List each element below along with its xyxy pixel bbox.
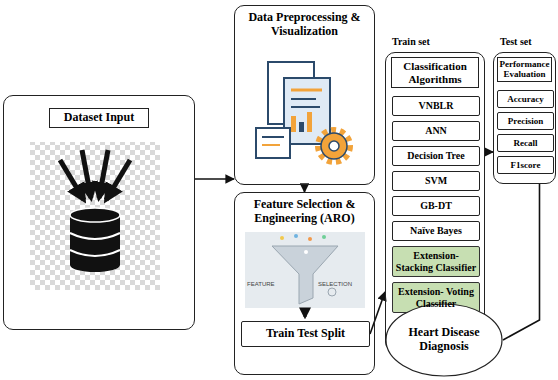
- text-line: [262, 136, 284, 138]
- picture-label: SELECTION: [318, 281, 352, 287]
- feature-dot: [304, 250, 308, 254]
- chart-bar: [299, 122, 304, 132]
- feature-dot: [308, 237, 312, 241]
- input-arrow: [99, 150, 108, 198]
- extension-box: Extension- Voting Classifier: [392, 282, 480, 313]
- text-line: [291, 98, 316, 100]
- text-line: [291, 106, 320, 108]
- text-line: [262, 144, 280, 146]
- down-arrow: [304, 309, 307, 317]
- node-text: Accuracy: [507, 94, 543, 104]
- set-label: Train set: [392, 36, 430, 47]
- picture-label: FEATURE: [247, 281, 275, 287]
- node-text: SVM: [425, 175, 447, 187]
- node-text: ANN: [425, 125, 447, 137]
- algorithm-box: GB-DT: [392, 196, 480, 216]
- node-text: Recall: [514, 138, 538, 148]
- cylinder-band: [70, 233, 120, 239]
- input-arrow: [60, 160, 84, 200]
- cylinder-base: [70, 258, 120, 272]
- algorithm-box: Accuracy: [497, 90, 554, 108]
- node-text: Feature Selection & Engineering (ARO): [235, 193, 374, 226]
- node-text: Heart Disease Diagnosis: [387, 326, 501, 354]
- algorithm-column: VNBLR ANN Decision TreeSVM GB-DT Naïve Bayes…: [385, 52, 485, 352]
- result-ellipse: Heart Disease Diagnosis: [385, 303, 503, 377]
- database-icon: [30, 142, 160, 290]
- process-box: Train Test Split: [241, 321, 370, 347]
- feature-dot: [294, 234, 298, 238]
- checker-ground: [30, 142, 160, 290]
- algorithm-box: ANN: [392, 121, 480, 141]
- chart-bar: [291, 116, 296, 132]
- picture-ground: [245, 232, 365, 308]
- text-line: [291, 89, 322, 92]
- algorithm-box: SVM: [392, 171, 480, 191]
- heading-text: Performance Evaluation: [497, 57, 552, 82]
- feature-dot: [322, 235, 326, 239]
- input-panel: Dataset Input: [3, 95, 195, 330]
- heading-text: Dataset Input: [49, 108, 149, 128]
- input-arrow: [106, 160, 130, 200]
- feature-selection-picture: [245, 232, 365, 317]
- flow-arrow: [485, 151, 493, 153]
- node-text: Precision: [508, 116, 543, 126]
- gear-teeth: [318, 130, 350, 162]
- heading-text: Classification Algorithms: [391, 57, 479, 88]
- extension-box: Extension- Stacking Classifier: [392, 246, 480, 277]
- node-text: Extension- Voting Classifier: [395, 286, 477, 309]
- algorithm-box: Precision: [497, 112, 554, 130]
- set-label: Test set: [500, 36, 532, 47]
- document: [256, 128, 290, 158]
- algorithm-box: Recall: [497, 134, 554, 152]
- flow-arrow: [503, 184, 540, 340]
- node-text: Decision Tree: [407, 150, 465, 162]
- cylinder-top: [70, 208, 120, 222]
- algorithm-box: VNBLR: [392, 96, 480, 116]
- chart-bar: [307, 112, 312, 132]
- feature-dot: [280, 236, 284, 240]
- node-text: Train Test Split: [266, 327, 345, 341]
- node-text: GB-DT: [420, 200, 452, 212]
- process-panel: Data Preprocessing & Visualization: [234, 5, 375, 185]
- algorithm-box: Decision Tree: [392, 146, 480, 166]
- node-text: Naïve Bayes: [410, 225, 462, 237]
- preprocessing-icon: [256, 62, 350, 162]
- evaluation-column: AccuracyPrecisionRecallF1score Performanc…: [493, 52, 556, 184]
- algorithm-box: F1score: [497, 156, 554, 174]
- gear-hole: [329, 141, 339, 151]
- flow-arrow: [304, 185, 306, 192]
- ellipse-shape: [386, 304, 502, 376]
- gear-symbol: [328, 288, 336, 296]
- funnel: [272, 246, 338, 304]
- input-arrow: [82, 150, 91, 198]
- gear: [321, 133, 347, 159]
- algorithm-box: Naïve Bayes: [392, 221, 480, 241]
- flow-arrow: [370, 292, 385, 334]
- node-text: Extension- Stacking Classifier: [395, 250, 477, 273]
- node-text: F1score: [511, 160, 541, 170]
- node-text: Data Preprocessing & Visualization: [235, 6, 374, 39]
- cylinder-band: [70, 250, 120, 256]
- node-text: VNBLR: [418, 100, 453, 112]
- flow-arrow: [195, 178, 234, 180]
